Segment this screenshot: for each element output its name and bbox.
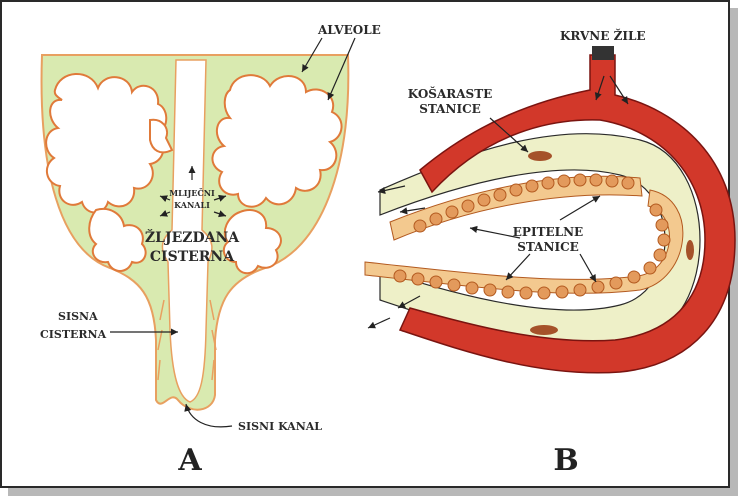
label-zljezdana-1: ŽLJEZDANA (145, 228, 240, 246)
panel-letter-b: B (553, 443, 578, 478)
label-krvne-zile: KRVNE ŽILE (560, 28, 646, 43)
label-sisna-2: CISTERNA (40, 328, 107, 341)
label-epitelne-1: EPITELNE (513, 225, 583, 239)
label-sisni-kanal: SISNI KANAL (238, 420, 322, 433)
label-sisna-1: SISNA (58, 310, 98, 323)
label-mlijecni-2: KANALI (174, 200, 210, 210)
label-kosaraste-1: KOŠARASTE (408, 85, 493, 101)
label-epitelne-2: STANICE (517, 240, 579, 254)
label-zljezdana-2: CISTERNA (150, 249, 235, 265)
panel-b: KRVNE ŽILE KOŠARASTE STANICE EPITELNE ST… (365, 28, 735, 478)
label-mlijecni-1: MLIJEČNI (169, 188, 215, 198)
label-kosaraste-2: STANICE (419, 102, 481, 116)
panel-letter-a: A (177, 443, 202, 478)
vessel-entry (592, 46, 614, 60)
panel-a: ALVEOLE MLIJEČNI KANALI ŽLJEZDANA CISTER… (40, 23, 381, 478)
label-alveole: ALVEOLE (317, 23, 381, 37)
